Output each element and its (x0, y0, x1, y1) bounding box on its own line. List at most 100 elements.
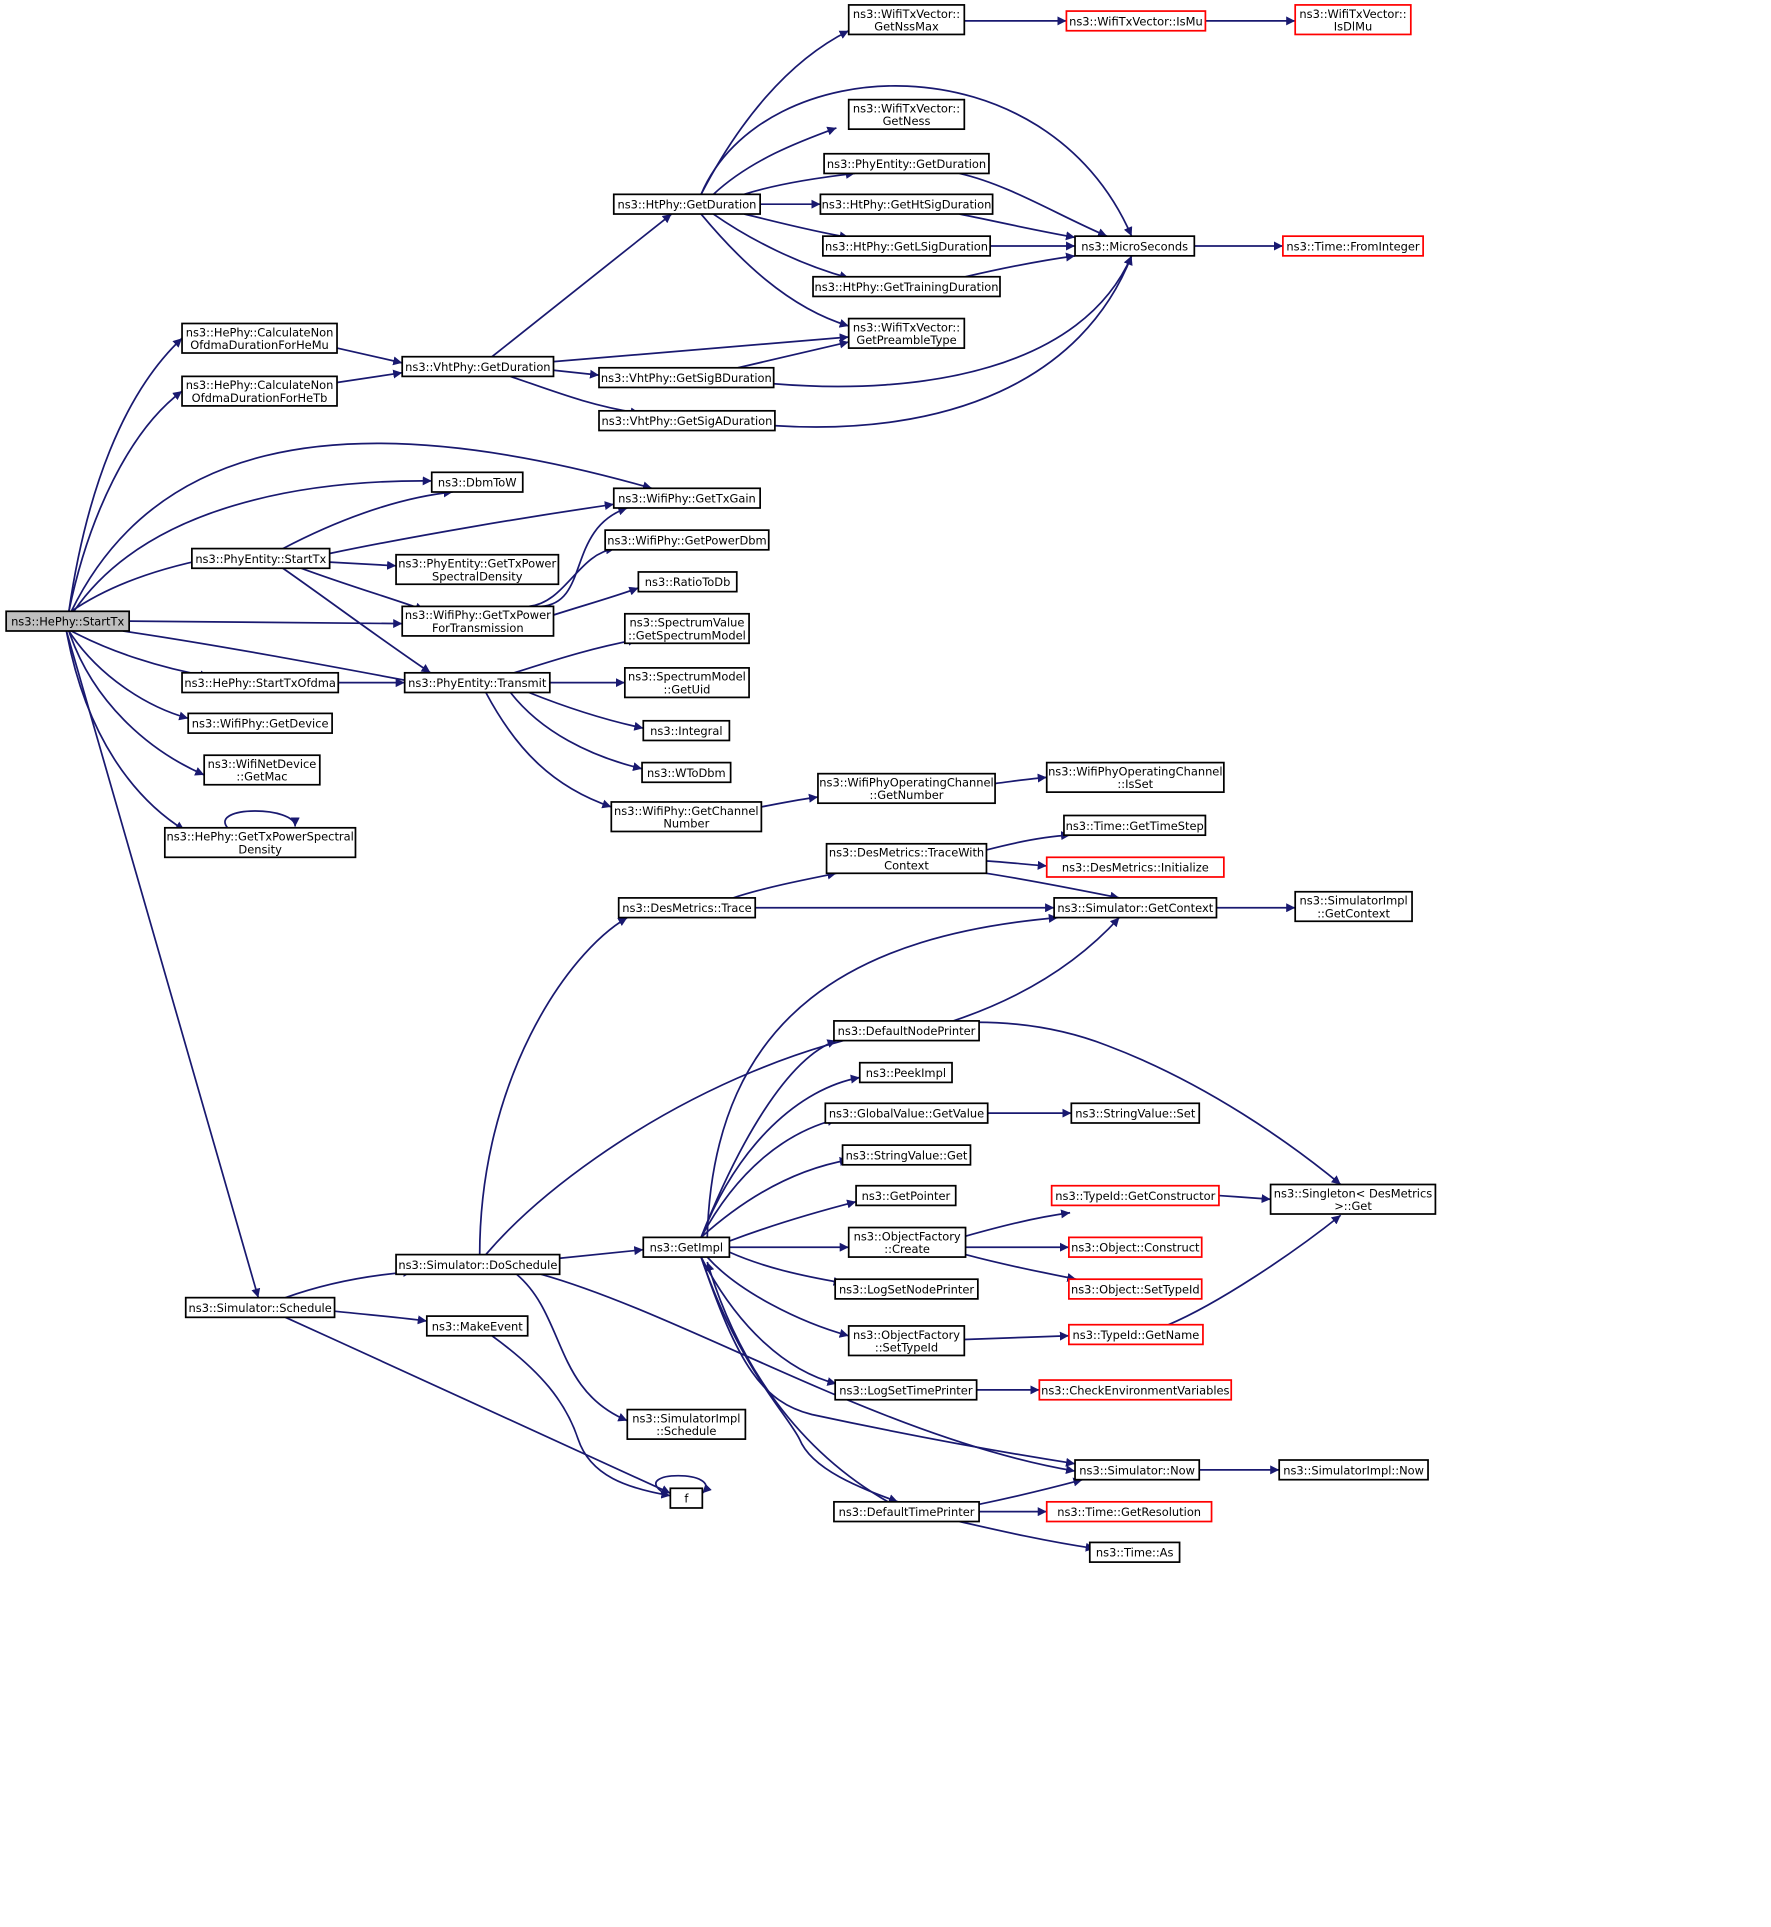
node-object-construct[interactable]: ns3::Object::Construct (1068, 1236, 1203, 1258)
node-wifiphy-getpowerdbm[interactable]: ns3::WifiPhy::GetPowerDbm (604, 529, 770, 551)
node-wpoc-getnumber[interactable]: ns3::WifiPhyOperatingChannel::GetNumber (817, 772, 996, 805)
node-box (834, 1379, 978, 1401)
node-box (598, 409, 776, 432)
edge-line (528, 545, 616, 608)
node-wpoc-isset[interactable]: ns3::WifiPhyOperatingChannel::IsSet (1045, 761, 1225, 793)
edge-line (129, 619, 403, 629)
node-logsettimeprinter[interactable]: ns3::LogSetTimePrinter (834, 1379, 978, 1401)
edge-layer (65, 16, 1342, 1552)
node-f[interactable]: f (669, 1487, 704, 1509)
node-wifiphy-getdevice[interactable]: ns3::WifiPhy::GetDevice (187, 712, 333, 734)
node-wtv-isdlmu[interactable]: ns3::WifiTxVector::IsDlMu (1294, 4, 1412, 36)
node-htphy-getduration[interactable]: ns3::HtPhy::GetDuration (612, 193, 762, 215)
edge-simulator_doschedule-to-simimpl_schedule (516, 1273, 628, 1422)
node-phyentity-transmit[interactable]: ns3::PhyEntity::Transmit (403, 671, 551, 694)
node-simimpl-schedule[interactable]: ns3::SimulatorImpl::Schedule (626, 1408, 747, 1440)
node-vhtphy-getsigaduration[interactable]: ns3::VhtPhy::GetSigADuration (598, 409, 776, 432)
node-wtv-getnssmax[interactable]: ns3::WifiTxVector::GetNssMax (847, 4, 966, 36)
node-getimpl[interactable]: ns3::GetImpl (642, 1236, 731, 1258)
node-logsetnodeprinter[interactable]: ns3::LogSetNodePrinter (834, 1278, 979, 1300)
node-typeid-getname[interactable]: ns3::TypeId::GetName (1068, 1323, 1204, 1346)
edge-simulator_doschedule-to-getimpl (559, 1246, 644, 1260)
node-phyentity-starttx[interactable]: ns3::PhyEntity::StartTx (191, 547, 331, 570)
edge-line (122, 630, 419, 686)
node-label: ns3::ObjectFactory (853, 1328, 960, 1342)
node-phyentity-getduration[interactable]: ns3::PhyEntity::GetDuration (823, 152, 990, 175)
node-wtodbm[interactable]: ns3::WToDbm (641, 761, 732, 784)
node-simimpl-now[interactable]: ns3::SimulatorImpl::Now (1278, 1459, 1429, 1481)
node-box (626, 1408, 747, 1440)
edge-hephy_gettxpowersd-to-hephy_gettxpowersd (224, 810, 300, 829)
node-vhtphy-getsigbduration[interactable]: ns3::VhtPhy::GetSigBDuration (598, 366, 775, 389)
node-time-frominteger[interactable]: ns3::Time::FromInteger (1282, 235, 1424, 257)
node-wifinetdevice-getmac[interactable]: ns3::WifiNetDevice::GetMac (203, 754, 321, 786)
node-time-getresolution[interactable]: ns3::Time::GetResolution (1045, 1500, 1213, 1523)
node-htphy-gethtsigduration[interactable]: ns3::HtPhy::GetHtSigDuration (819, 193, 994, 215)
edge-line (700, 1117, 837, 1238)
node-box (1068, 1278, 1203, 1300)
node-wtv-getness[interactable]: ns3::WifiTxVector::GetNess (847, 98, 966, 131)
node-object-settypeid[interactable]: ns3::Object::SetTypeId (1068, 1278, 1203, 1300)
node-ratiotodb[interactable]: ns3::RatioToDb (637, 571, 738, 593)
node-typeid-getconstructor[interactable]: ns3::TypeId::GetConstructor (1050, 1184, 1220, 1207)
node-hephy-starttxofdma[interactable]: ns3::HePhy::StartTxOfdma (181, 671, 340, 694)
node-label: ns3::HtPhy::GetLSigDuration (825, 239, 988, 253)
node-stringvalue-set[interactable]: ns3::StringValue::Set (1070, 1102, 1201, 1124)
node-makeevent[interactable]: ns3::MakeEvent (425, 1315, 529, 1337)
node-box (1074, 235, 1196, 257)
node-box (623, 612, 750, 645)
node-sm-getuid[interactable]: ns3::SpectrumModel::GetUid (623, 667, 750, 699)
node-label: ns3::Time::FromInteger (1286, 239, 1419, 253)
node-label: ns3::HePhy::CalculateNon (186, 325, 334, 339)
node-label: ns3::Object::Construct (1071, 1241, 1200, 1255)
node-hephy-calc-hemu[interactable]: ns3::HePhy::CalculateNonOfdmaDurationFor… (181, 322, 338, 354)
node-label: ns3::GetImpl (650, 1241, 723, 1255)
node-wifiphy-gettxgain[interactable]: ns3::WifiPhy::GetTxGain (612, 487, 762, 509)
node-phyentity-gettxpowersd[interactable]: ns3::PhyEntity::GetTxPowerSpectralDensit… (395, 553, 560, 586)
node-stringvalue-get[interactable]: ns3::StringValue::Get (841, 1144, 972, 1166)
node-box (824, 1102, 989, 1124)
edge-line (73, 476, 432, 612)
node-hephy-calc-hetb[interactable]: ns3::HePhy::CalculateNonOfdmaDurationFor… (181, 375, 338, 407)
node-vhtphy-getduration[interactable]: ns3::VhtPhy::GetDuration (401, 355, 555, 378)
node-box (641, 761, 732, 784)
node-label: ns3::WifiPhy::GetTxPower (405, 608, 551, 622)
edge-line (478, 916, 628, 1255)
node-simulator-schedule[interactable]: ns3::Simulator::Schedule (184, 1296, 336, 1319)
node-defaultnodeprinter[interactable]: ns3::DefaultNodePrinter (833, 1020, 980, 1042)
node-time-as[interactable]: ns3::Time::As (1088, 1541, 1181, 1563)
edge-line (705, 1261, 889, 1503)
node-dbmtow[interactable]: ns3::DbmToW (430, 471, 524, 493)
node-checkenvironmentvariables[interactable]: ns3::CheckEnvironmentVariables (1038, 1379, 1233, 1401)
node-htphy-getlsigduration[interactable]: ns3::HtPhy::GetLSigDuration (822, 235, 992, 257)
node-defaulttimeprinter[interactable]: ns3::DefaultTimePrinter (833, 1500, 980, 1523)
node-simulator-getcontext[interactable]: ns3::Simulator::GetContext (1053, 897, 1218, 919)
node-objectfactory-create[interactable]: ns3::ObjectFactory::Create (847, 1226, 967, 1258)
node-desmetrics-initialize[interactable]: ns3::DesMetrics::Initialize (1045, 856, 1225, 878)
node-wtv-ismu[interactable]: ns3::WifiTxVector::IsMu (1065, 10, 1207, 32)
node-microseconds[interactable]: ns3::MicroSeconds (1074, 235, 1196, 257)
edge-line (329, 560, 397, 570)
edge-getimpl-to-getpointer (729, 1199, 857, 1242)
node-getpointer[interactable]: ns3::GetPointer (855, 1184, 957, 1207)
node-htphy-gettrainingduration[interactable]: ns3::HtPhy::GetTrainingDuration (812, 275, 1001, 298)
node-sv-getspectrummodel[interactable]: ns3::SpectrumValue::GetSpectrumModel (623, 612, 750, 645)
node-globalvalue-getvalue[interactable]: ns3::GlobalValue::GetValue (824, 1102, 989, 1124)
node-integral[interactable]: ns3::Integral (642, 719, 731, 742)
node-wtv-getpreambletype[interactable]: ns3::WifiTxVector::GetPreambleType (847, 317, 966, 349)
node-peekimpl[interactable]: ns3::PeekImpl (858, 1061, 953, 1084)
node-singleton-get[interactable]: ns3::Singleton< DesMetrics >::Get (1269, 1183, 1437, 1215)
node-simulator-doschedule[interactable]: ns3::Simulator::DoSchedule (395, 1253, 561, 1276)
node-simimpl-getcontext[interactable]: ns3::SimulatorImpl::GetContext (1294, 890, 1413, 923)
node-box (819, 193, 994, 215)
node-label: ns3::SimulatorImpl::Now (1283, 1463, 1424, 1477)
node-simulator-now[interactable]: ns3::Simulator::Now (1074, 1459, 1201, 1481)
node-time-gettimestep[interactable]: ns3::Time::GetTimeStep (1063, 814, 1207, 837)
node-objectfactory-settypeid[interactable]: ns3::ObjectFactory::SetTypeId (847, 1325, 966, 1357)
node-desmetrics-trace[interactable]: ns3::DesMetrics::Trace (617, 897, 757, 919)
node-hephy-starttx[interactable]: ns3::HePhy::StartTx (5, 610, 131, 632)
